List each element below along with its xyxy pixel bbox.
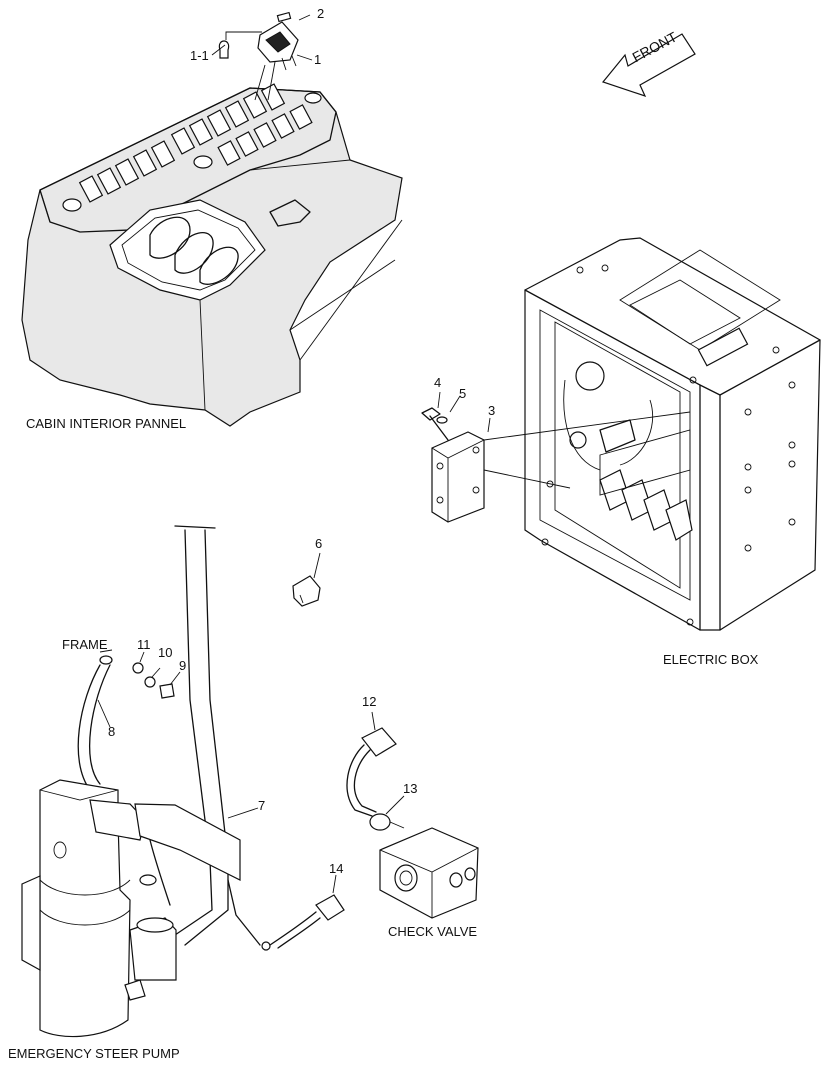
ground-cable-part-8: [77, 655, 175, 791]
rocker-switch-assembly: [218, 11, 299, 101]
front-arrow: [601, 33, 696, 98]
callout-13: 13: [403, 781, 418, 796]
electric-box: [524, 237, 821, 631]
cabin-interior-panel-label: CABIN INTERIOR PANNEL: [26, 416, 187, 431]
callout-8: 8: [108, 724, 116, 739]
callout-10: 10: [158, 645, 173, 660]
joystick-boot: [109, 199, 311, 301]
switch-slots-lower: [217, 104, 313, 166]
wire-harness-part-7: [174, 525, 261, 946]
pump-body: [21, 779, 241, 1038]
callout-12: 12: [362, 694, 377, 709]
callout-6: 6: [315, 536, 323, 551]
callout-4: 4: [434, 375, 442, 390]
wire-harness-part-14: [261, 894, 345, 951]
emergency-steer-pump-label: EMERGENCY STEER PUMP: [8, 1046, 180, 1061]
callout-1-1: 1-1: [190, 48, 209, 63]
callout-14: 14: [329, 861, 344, 876]
callout-11: 11: [137, 637, 151, 652]
callout-2: 2: [317, 6, 325, 21]
cabin-interior-panel: [21, 83, 403, 427]
callout-3: 3: [488, 403, 496, 418]
leader-lines: [97, 14, 491, 894]
electric-box-label: ELECTRIC BOX: [663, 652, 759, 667]
callout-5: 5: [459, 386, 467, 401]
relay-row: [599, 429, 693, 541]
switch-slots-upper: [78, 83, 286, 203]
check-valve-body: [379, 827, 479, 919]
sensor-harness-part-12-13: [346, 727, 405, 831]
callout-9: 9: [179, 658, 187, 673]
check-valve-label: CHECK VALVE: [388, 924, 478, 939]
control-module-part-3: [421, 407, 691, 523]
frame-label: FRAME: [62, 637, 108, 652]
callout-7: 7: [258, 798, 266, 813]
connector-part-6: [292, 575, 321, 607]
callout-1: 1: [314, 52, 322, 67]
